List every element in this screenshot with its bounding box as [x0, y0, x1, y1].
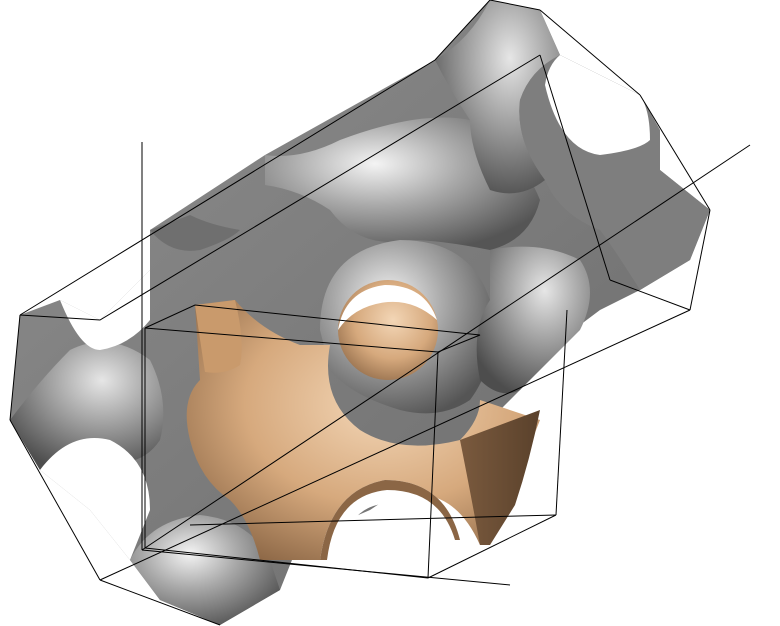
tan-dark-face: [460, 410, 540, 545]
prism-edge-left-b: [9, 419, 101, 581]
tan-left-notch: [195, 300, 242, 373]
prism-edge-right-d: [609, 279, 691, 311]
grey-porous-solid: [10, 0, 710, 625]
cell-box-bottom-back: [189, 514, 557, 526]
grey-sphere-top: [265, 117, 540, 250]
grey-hole-lip: [338, 285, 437, 330]
grey-sphere-upper-right: [435, 0, 560, 194]
prism-edge-upper: [19, 54, 541, 321]
prism-edge-left-a: [9, 314, 21, 421]
grey-sphere-bottom: [130, 515, 280, 625]
grey-sphere-left: [10, 342, 164, 470]
prism-edge-right-e: [539, 54, 611, 281]
tan-arch-rim: [320, 480, 460, 560]
tan-solid-body: [186, 300, 540, 560]
prism-edge-top: [19, 0, 491, 316]
cell-box-front-right: [427, 351, 439, 579]
cell-box-back-right: [555, 309, 568, 516]
prism-edge-right-b: [639, 94, 711, 211]
axis-diagonal: [141, 144, 751, 551]
grey-sphere-right-lower: [476, 246, 590, 394]
prism-edge-bottom-a: [99, 579, 221, 626]
wireframe-outline: [9, 0, 751, 626]
prism-edge-right-a: [539, 9, 641, 96]
cell-box-top: [144, 304, 481, 353]
grey-cavity-left-top: [60, 270, 150, 350]
grey-cavity-left: [40, 438, 150, 560]
grey-cavity-right: [545, 55, 650, 155]
cell-box-bottom-right: [427, 514, 557, 579]
prism-edge-right-top: [489, 0, 541, 11]
cell-box-bottom-front: [144, 547, 429, 579]
grey-cavity-upper-left: [150, 215, 240, 251]
tan-porous-solid: [186, 300, 540, 560]
prism-edge-right-c: [689, 209, 711, 311]
prism-edge-lower: [99, 309, 691, 581]
